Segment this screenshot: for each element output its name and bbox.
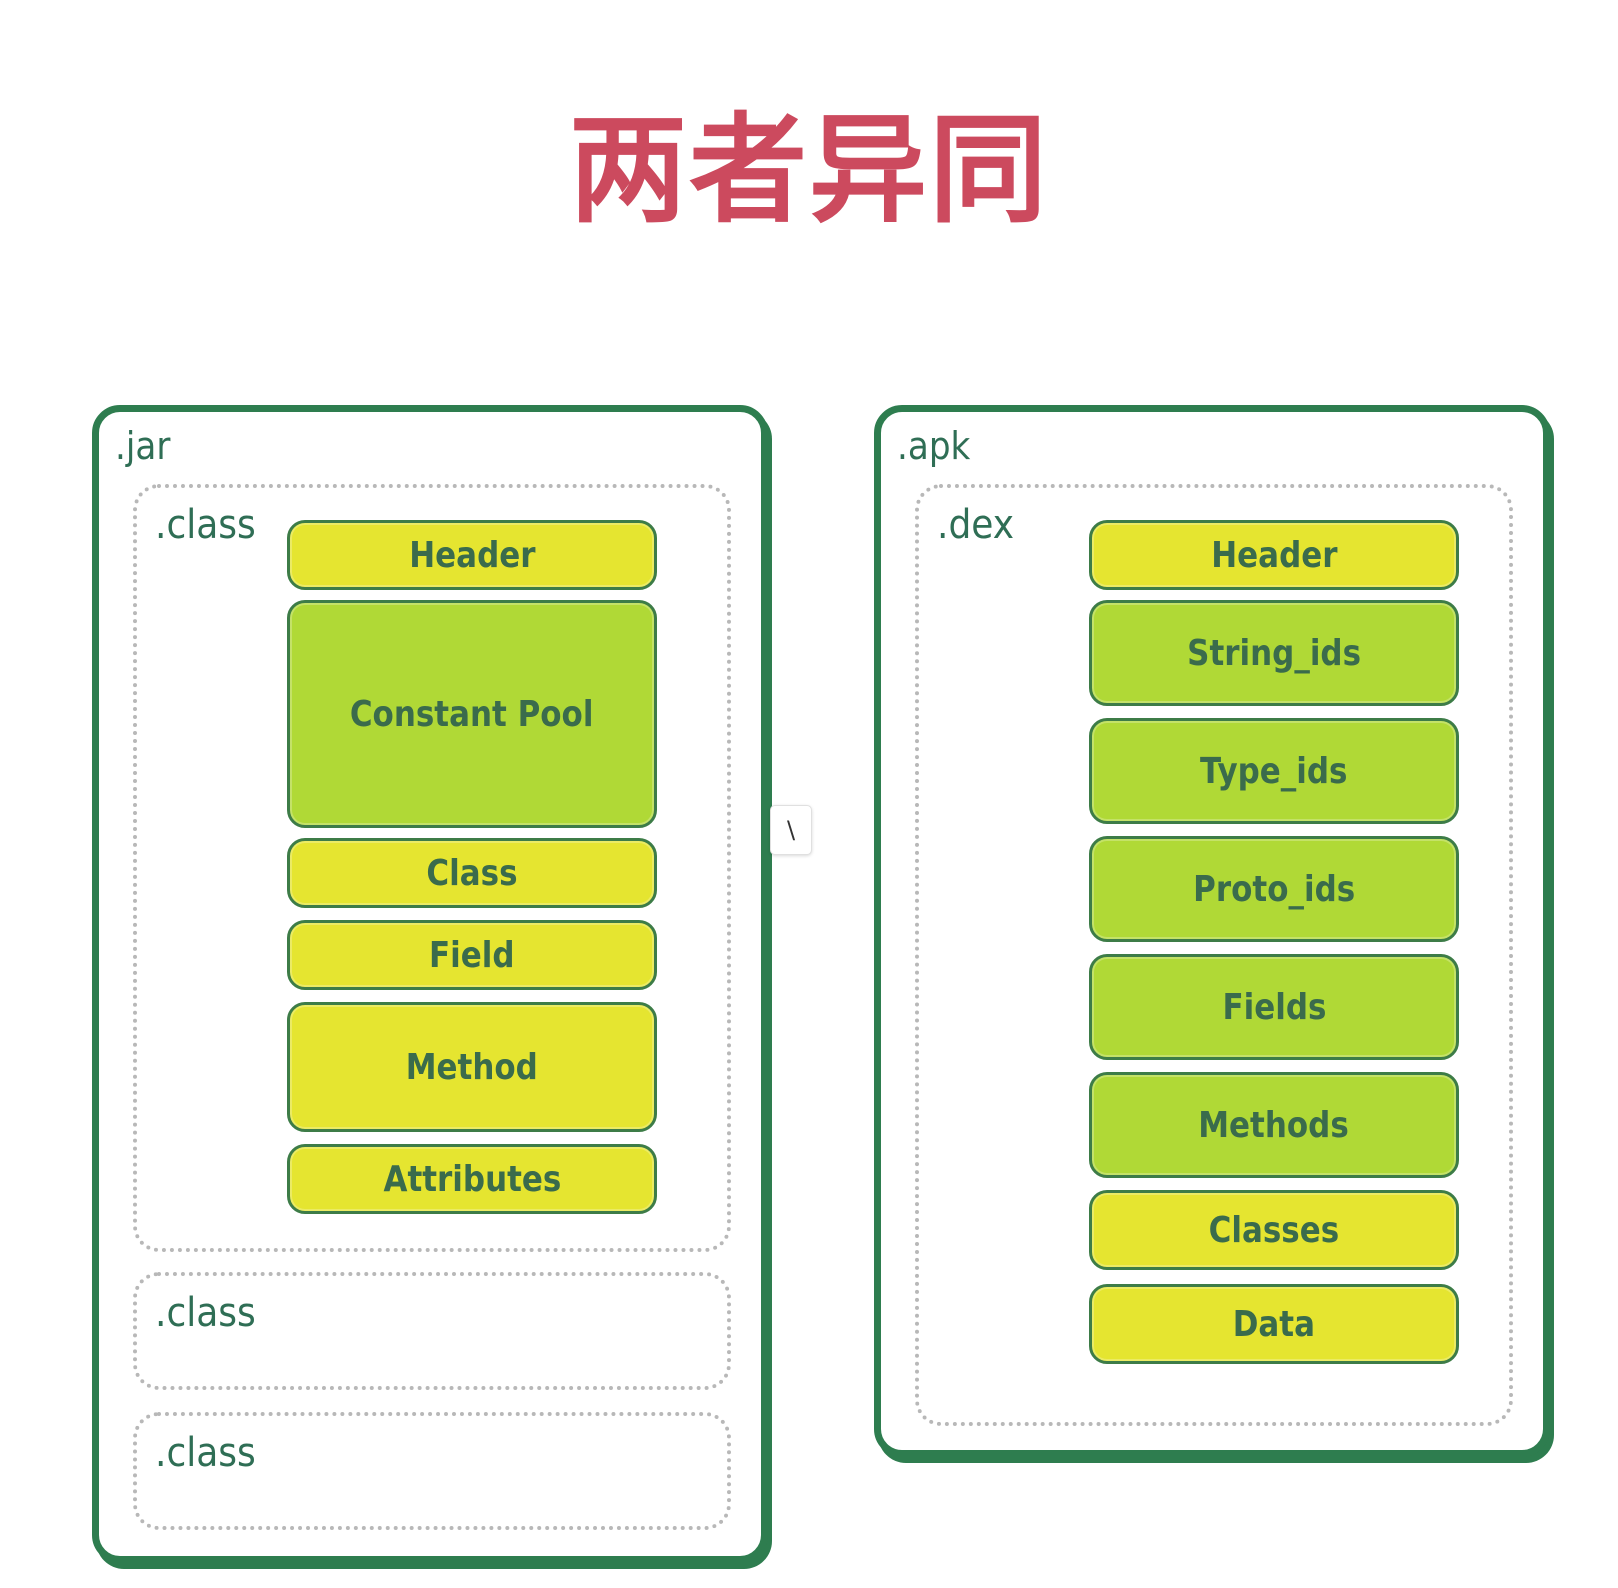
apk-block-fields: Fields — [1089, 954, 1459, 1060]
apk-block-methods: Methods — [1089, 1072, 1459, 1178]
jar-block-field: Field — [287, 920, 657, 990]
apk-container: .apk .dex Header String_ids Type_ids Pro… — [874, 405, 1550, 1457]
class-section-label: .class — [155, 1430, 256, 1476]
dex-section: .dex Header String_ids Type_ids Proto_id… — [915, 484, 1513, 1426]
jar-block-class: Class — [287, 838, 657, 908]
apk-block-classes: Classes — [1089, 1190, 1459, 1270]
apk-block-header: Header — [1089, 520, 1459, 590]
class-section-3: .class — [133, 1412, 731, 1530]
jar-block-header: Header — [287, 520, 657, 590]
apk-block-proto-ids: Proto_ids — [1089, 836, 1459, 942]
jar-block-method: Method — [287, 1002, 657, 1132]
apk-block-string-ids: String_ids — [1089, 600, 1459, 706]
apk-block-data: Data — [1089, 1284, 1459, 1364]
splitter-handle[interactable]: \ — [770, 805, 812, 855]
jar-label: .jar — [115, 424, 171, 468]
class-section-2: .class — [133, 1272, 731, 1390]
apk-block-type-ids: Type_ids — [1089, 718, 1459, 824]
apk-label: .apk — [897, 424, 971, 468]
jar-container: .jar .class Header Constant Pool Class F… — [92, 405, 768, 1563]
class-section-label: .class — [155, 502, 256, 548]
dex-section-label: .dex — [937, 502, 1015, 548]
jar-block-constant-pool: Constant Pool — [287, 600, 657, 828]
jar-block-attributes: Attributes — [287, 1144, 657, 1214]
class-section-1: .class Header Constant Pool Class Field … — [133, 484, 731, 1252]
page-title: 两者异同 — [568, 101, 1049, 239]
class-section-label: .class — [155, 1290, 256, 1336]
